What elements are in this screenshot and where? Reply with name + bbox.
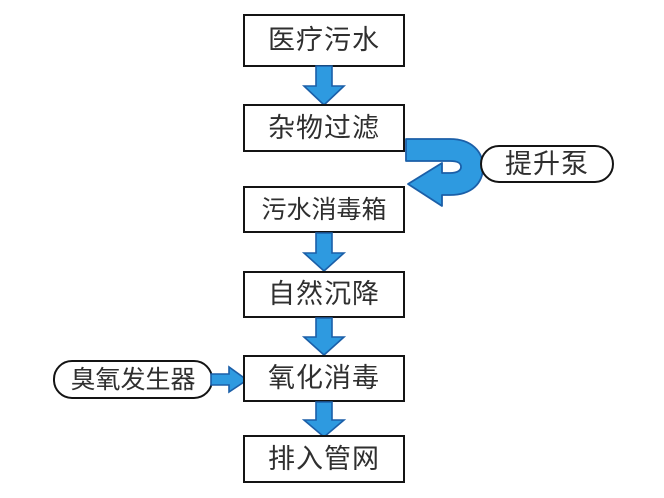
arrow-wastewater-to-filter: [301, 65, 347, 107]
arrow-ozone-to-oxidation: [210, 365, 249, 394]
node-debris-filter[interactable]: 杂物过滤: [243, 104, 405, 152]
node-label-lift-pump: 提升泵: [505, 148, 589, 180]
arrow-tank-to-settling: [301, 232, 347, 273]
arrow-oxidation-to-discharge: [301, 401, 347, 439]
node-label-discharge-to-pipe-network: 排入管网: [268, 443, 380, 475]
node-medical-wastewater[interactable]: 医疗污水: [243, 14, 405, 67]
node-ozone-generator[interactable]: 臭氧发生器: [53, 360, 213, 399]
node-label-sewage-disinfection-tank: 污水消毒箱: [261, 195, 387, 224]
node-natural-settling[interactable]: 自然沉降: [243, 271, 405, 318]
node-discharge-to-pipe-network[interactable]: 排入管网: [243, 435, 405, 483]
node-label-debris-filter: 杂物过滤: [268, 112, 380, 144]
node-label-ozone-generator: 臭氧发生器: [70, 365, 196, 394]
node-lift-pump[interactable]: 提升泵: [480, 145, 614, 183]
node-sewage-disinfection-tank[interactable]: 污水消毒箱: [243, 186, 405, 233]
node-label-medical-wastewater: 医疗污水: [268, 25, 380, 56]
arrow-settling-to-oxidation: [301, 317, 347, 357]
arrow-pump-loop: [404, 132, 490, 208]
node-label-natural-settling: 自然沉降: [268, 279, 380, 310]
node-label-oxidation-disinfection: 氧化消毒: [268, 363, 380, 394]
node-oxidation-disinfection[interactable]: 氧化消毒: [243, 355, 405, 402]
